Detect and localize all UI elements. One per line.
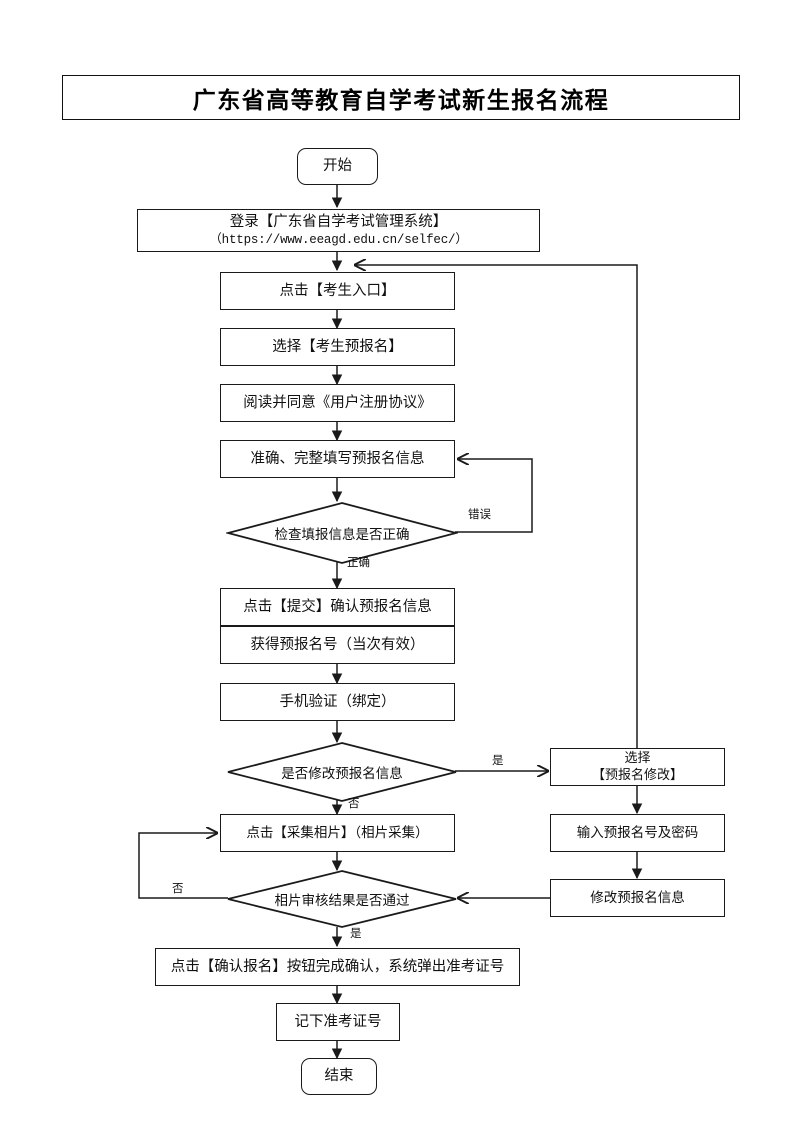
node-get-number[interactable]: 获得预报名号（当次有效） — [220, 626, 455, 664]
node-collect-photo[interactable]: 点击【采集相片】（相片采集） — [220, 814, 455, 852]
node-select-modify[interactable]: 选择 【预报名修改】 — [550, 748, 725, 786]
node-agreement-label: 阅读并同意《用户注册协议》 — [243, 394, 432, 411]
node-end[interactable]: 结束 — [301, 1058, 377, 1095]
node-candidate-entry[interactable]: 点击【考生入口】 — [220, 272, 455, 310]
node-submit-label: 点击【提交】确认预报名信息 — [243, 598, 432, 615]
node-agreement[interactable]: 阅读并同意《用户注册协议》 — [220, 384, 455, 422]
node-fill-info[interactable]: 准确、完整填写预报名信息 — [220, 440, 455, 478]
node-input-number[interactable]: 输入预报名号及密码 — [550, 814, 725, 852]
node-submit[interactable]: 点击【提交】确认预报名信息 — [220, 588, 455, 626]
node-start[interactable]: 开始 — [297, 148, 378, 185]
node-collect-photo-label: 点击【采集相片】（相片采集） — [246, 825, 429, 841]
node-record-number-label: 记下准考证号 — [294, 1013, 382, 1030]
page-title: 广东省高等教育自学考试新生报名流程 — [192, 87, 610, 113]
edge-label-correct: 正确 — [347, 557, 370, 569]
node-record-number[interactable]: 记下准考证号 — [276, 1003, 400, 1041]
node-login-url: （https://www.eeagd.edu.cn/selfec/） — [209, 233, 468, 248]
node-end-label: 结束 — [324, 1068, 354, 1085]
edge-label-yes-modify: 是 — [492, 755, 504, 767]
node-select-modify-label: 选择 【预报名修改】 — [591, 750, 683, 782]
node-candidate-entry-label: 点击【考生入口】 — [279, 282, 396, 299]
node-check-info-shape[interactable] — [226, 501, 458, 565]
node-phone-verify-label: 手机验证（绑定） — [279, 693, 396, 710]
node-phone-verify[interactable]: 手机验证（绑定） — [220, 683, 455, 721]
node-start-label: 开始 — [323, 158, 352, 175]
node-pre-register[interactable]: 选择【考生预报名】 — [220, 328, 455, 366]
node-pre-register-label: 选择【考生预报名】 — [272, 338, 403, 355]
edge-label-error: 错误 — [468, 509, 491, 521]
edge-label-no-photo: 否 — [172, 883, 184, 895]
node-login-label: 登录【广东省自学考试管理系统】 — [229, 213, 448, 230]
node-modify-info[interactable]: 修改预报名信息 — [550, 879, 725, 917]
node-input-number-label: 输入预报名号及密码 — [576, 825, 699, 841]
edge-label-yes-photo: 是 — [350, 928, 362, 940]
edge-label-no-modify: 否 — [348, 798, 360, 810]
node-get-number-label: 获得预报名号（当次有效） — [250, 636, 425, 653]
node-login[interactable]: 登录【广东省自学考试管理系统】 （https://www.eeagd.edu.c… — [137, 209, 540, 252]
node-photo-decision-shape[interactable] — [226, 869, 458, 929]
page-title-box: 广东省高等教育自学考试新生报名流程 — [62, 75, 740, 120]
node-confirm[interactable]: 点击【确认报名】按钮完成确认，系统弹出准考证号 — [155, 948, 520, 986]
node-fill-info-label: 准确、完整填写预报名信息 — [250, 450, 425, 467]
node-modify-info-label: 修改预报名信息 — [590, 890, 685, 906]
node-confirm-label: 点击【确认报名】按钮完成确认，系统弹出准考证号 — [170, 958, 505, 975]
node-modify-decision-shape[interactable] — [226, 741, 458, 803]
